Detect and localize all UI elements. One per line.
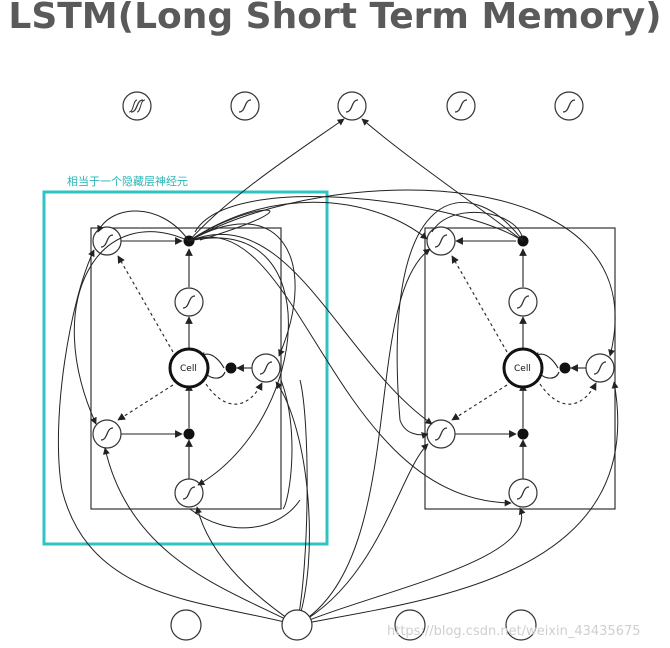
cell-input-left: [174, 478, 204, 508]
input-mult-right: [517, 428, 529, 440]
recurrent-connections: [57, 118, 619, 626]
cell-activation-right: [508, 287, 538, 317]
input-node-1: [170, 609, 202, 641]
cell-left: Cell: [168, 347, 210, 389]
forget-mult-left: [225, 362, 237, 374]
output-gate-right: [426, 226, 456, 256]
page-title: LSTM(Long Short Term Memory): [8, 0, 662, 37]
output-node-2: [230, 91, 260, 121]
output-gate-left: [92, 226, 122, 256]
output-nodes: [122, 91, 584, 121]
left-nodes: Cell: [92, 226, 281, 508]
input-node-4: [505, 609, 537, 641]
output-node-3: [337, 91, 367, 121]
right-nodes: Cell: [426, 226, 615, 508]
cell-label-right: Cell: [514, 364, 531, 374]
output-node-4: [446, 91, 476, 121]
cell-label-left: Cell: [180, 364, 197, 374]
input-gate-right: [426, 419, 456, 449]
cell-right: Cell: [502, 347, 544, 389]
block-frame-left: [90, 227, 282, 510]
forget-mult-right: [559, 362, 571, 374]
input-node-2: [281, 609, 313, 641]
hidden-neuron-highlight: [42, 190, 329, 546]
output-node-1: [122, 91, 152, 121]
cell-activation-left: [174, 287, 204, 317]
input-mult-left: [183, 428, 195, 440]
hidden-neuron-label: 相当于一个隐藏层神经元: [67, 174, 188, 188]
input-node-3: [394, 609, 426, 641]
cell-input-right: [508, 478, 538, 508]
input-nodes: [170, 609, 537, 641]
forget-gate-right: [585, 353, 615, 383]
watermark: https://blog.csdn.net/weixin_43435675: [387, 624, 641, 639]
input-gate-left: [92, 419, 122, 449]
forget-gate-left: [251, 353, 281, 383]
output-node-5: [554, 91, 584, 121]
